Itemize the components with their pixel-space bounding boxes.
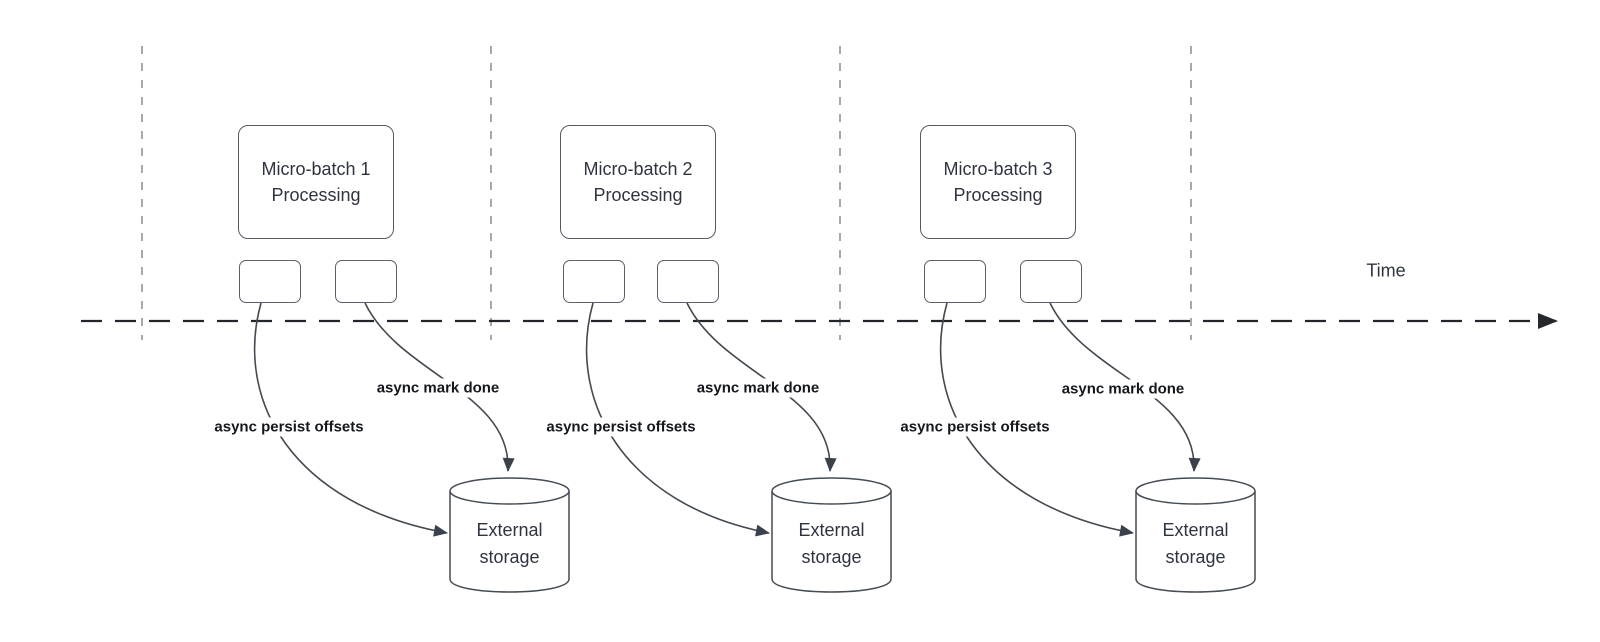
external-storage-label-1-line2: storage bbox=[479, 547, 540, 567]
mark-done-label-1: async mark done bbox=[373, 378, 503, 398]
mark-done-label-2: async mark done bbox=[693, 378, 823, 398]
mark-done-label-3: async mark done bbox=[1058, 379, 1188, 399]
external-storage-cylinder-2 bbox=[771, 477, 892, 593]
micro-batch-2-done-task-box bbox=[657, 260, 719, 303]
persist-offsets-label-1: async persist offsets bbox=[211, 417, 367, 437]
micro-batch-1-box: Micro-batch 1 Processing bbox=[238, 125, 394, 239]
external-storage-label-2-line2: storage bbox=[801, 547, 862, 567]
micro-batch-1-title-line1: Micro-batch 1 bbox=[261, 159, 371, 179]
micro-batch-1-done-task-box bbox=[335, 260, 397, 303]
external-storage-label-1: External storage bbox=[450, 506, 569, 582]
external-storage-cylinder-3 bbox=[1135, 477, 1256, 593]
persist-offsets-label-3: async persist offsets bbox=[897, 417, 1053, 437]
external-storage-label-3-line1: External bbox=[1162, 520, 1229, 540]
external-storage-label-2: External storage bbox=[772, 506, 891, 582]
micro-batch-2-title-line1: Micro-batch 2 bbox=[583, 159, 693, 179]
micro-batch-1-title-line2: Processing bbox=[271, 185, 361, 205]
micro-batch-3-offsets-task-box bbox=[924, 260, 986, 303]
external-storage-label-3: External storage bbox=[1136, 506, 1255, 582]
external-storage-label-3-line2: storage bbox=[1165, 547, 1226, 567]
persist-offsets-arrow-2 bbox=[585, 302, 770, 537]
persist-offsets-label-2: async persist offsets bbox=[543, 417, 699, 437]
external-storage-label-1-line1: External bbox=[476, 520, 543, 540]
micro-batch-3-box: Micro-batch 3 Processing bbox=[920, 125, 1076, 239]
micro-batch-2-box: Micro-batch 2 Processing bbox=[560, 125, 716, 239]
micro-batch-1-offsets-task-box bbox=[239, 260, 301, 303]
micro-batch-2-title-line2: Processing bbox=[593, 185, 683, 205]
external-storage-cylinder-1 bbox=[449, 477, 570, 593]
persist-offsets-arrow-1 bbox=[253, 302, 448, 537]
micro-batch-3-done-task-box bbox=[1020, 260, 1082, 303]
persist-offsets-arrow-3 bbox=[939, 302, 1134, 537]
micro-batch-3-title-line2: Processing bbox=[953, 185, 1043, 205]
micro-batch-2-offsets-task-box bbox=[563, 260, 625, 303]
micro-batch-3-title-line1: Micro-batch 3 bbox=[943, 159, 1053, 179]
external-storage-label-2-line1: External bbox=[798, 520, 865, 540]
time-axis-label: Time bbox=[1366, 260, 1406, 281]
